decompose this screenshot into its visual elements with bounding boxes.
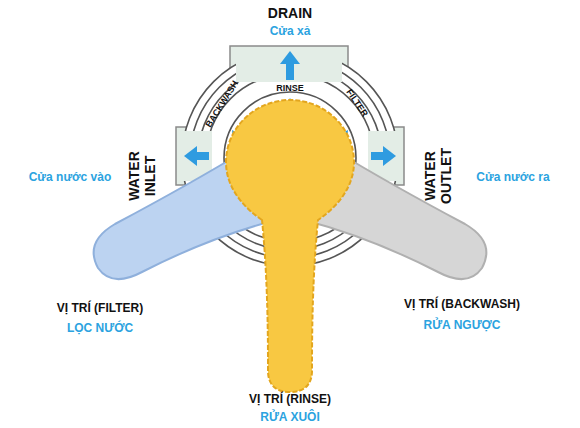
position-title: VỊ TRÍ (RINSE) xyxy=(249,393,331,407)
port-title: DRAIN xyxy=(268,5,312,21)
position-subtitle: RỬA NGƯỢC xyxy=(423,319,500,333)
position-title: VỊ TRÍ (FILTER) xyxy=(57,302,143,316)
position-mark: RINSE xyxy=(276,83,304,93)
position-subtitle: LỌC NƯỚC xyxy=(67,322,133,336)
position-title: VỊ TRÍ (BACKWASH) xyxy=(404,298,520,312)
port-subtitle: Cửa nước vào xyxy=(29,171,112,185)
port-title: WATER INLET xyxy=(126,145,158,207)
port-title: WATER OUTLET xyxy=(422,143,454,209)
port-subtitle: Cửa nước ra xyxy=(476,171,549,185)
port-subtitle: Cửa xả xyxy=(270,25,311,39)
drain-port-face xyxy=(236,48,342,82)
rinse-handle xyxy=(226,100,354,392)
position-subtitle: RỬA XUÔI xyxy=(260,411,320,425)
